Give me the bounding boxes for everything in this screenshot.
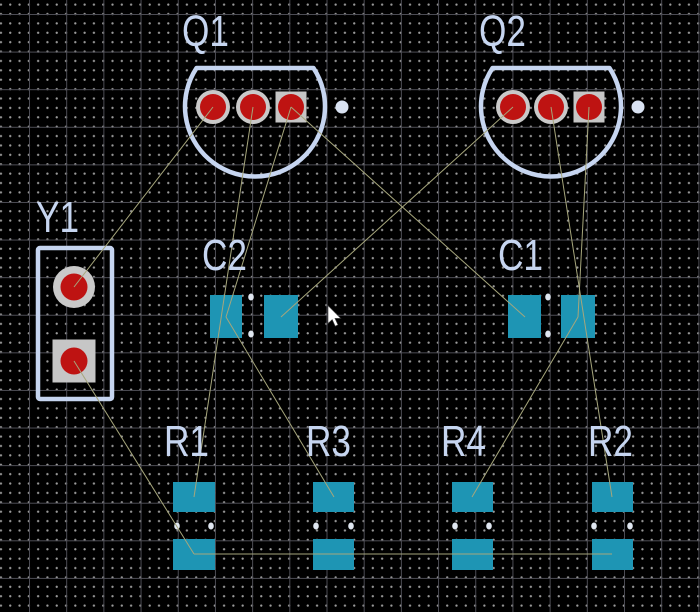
- designator-r1[interactable]: R1: [164, 417, 209, 466]
- c2-origin-mark-1: [248, 293, 254, 301]
- q1-origin-dot: [335, 100, 349, 114]
- ratsnest-Y1.2-R1.2: [73, 360, 195, 555]
- c1-origin-mark-1: [545, 293, 551, 301]
- r2-origin-mark-1: [591, 522, 597, 530]
- q1-outline[interactable]: [182, 65, 328, 179]
- ratsnest-lines: [73, 106, 613, 555]
- ratsnest-Q1.3-C2.1: [225, 106, 292, 318]
- ratsnest-C1.2-R4.1: [471, 316, 579, 498]
- component-pads: [52, 90, 633, 570]
- designator-c1[interactable]: C1: [498, 231, 543, 280]
- ratsnest-C2.1-R3.1: [225, 316, 335, 498]
- c2-origin-mark-2: [248, 330, 254, 338]
- r3-origin-mark-1: [313, 522, 319, 530]
- designator-q2[interactable]: Q2: [479, 7, 526, 56]
- designator-y1[interactable]: Y1: [36, 193, 80, 242]
- r1-origin-mark-2: [208, 522, 214, 530]
- c1-origin-mark-2: [545, 330, 551, 338]
- y1-outline[interactable]: [35, 245, 115, 402]
- r4-origin-mark-1: [452, 522, 458, 530]
- designator-r3[interactable]: R3: [306, 417, 351, 466]
- r3-origin-mark-2: [348, 522, 354, 530]
- designator-q1[interactable]: Q1: [182, 7, 229, 56]
- designator-r4[interactable]: R4: [441, 417, 486, 466]
- designator-r2[interactable]: R2: [588, 417, 633, 466]
- designator-c2[interactable]: C2: [202, 231, 247, 280]
- ratsnest-Q1.2-R1.1: [193, 106, 254, 498]
- q2-origin-dot: [631, 100, 645, 114]
- ratsnest-Q1.3-C1.1: [290, 106, 526, 318]
- r4-origin-mark-2: [486, 522, 492, 530]
- ratsnest-Y1.1-Q1.1: [73, 106, 214, 288]
- ratsnest-Q2.3-C1.2: [577, 106, 590, 318]
- mouse-cursor-icon: [327, 304, 342, 327]
- r2-origin-mark-2: [627, 522, 633, 530]
- q2-outline[interactable]: [478, 65, 624, 179]
- ratsnest-Q2.2-R2.1: [550, 106, 613, 498]
- r2-pad-1[interactable]: [592, 482, 633, 512]
- silkscreen-outlines: [35, 65, 645, 402]
- ratsnest-Q2.1-C2.2: [280, 106, 514, 318]
